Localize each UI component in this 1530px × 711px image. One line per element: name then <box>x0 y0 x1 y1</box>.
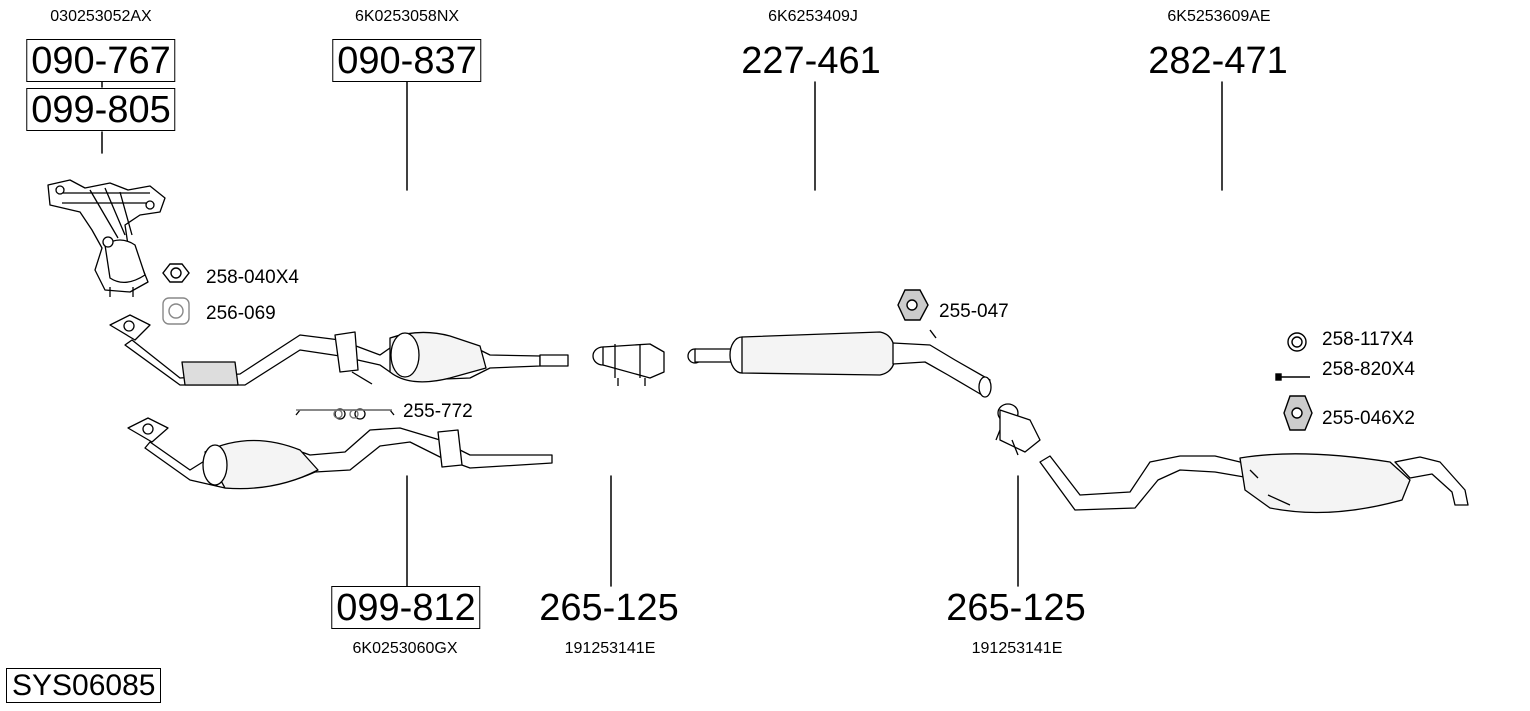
clamp-drawing <box>592 343 665 386</box>
part-number[interactable]: 227-461 <box>741 40 881 82</box>
small-part-label[interactable]: 255-772 <box>403 401 473 422</box>
small-part-label[interactable]: 256-069 <box>206 303 276 324</box>
front-pipe-drawing <box>109 314 569 386</box>
ring-washer-icon <box>1287 332 1307 352</box>
rear-silencer-drawing <box>1039 453 1469 514</box>
part-number[interactable]: 265-125 <box>539 587 679 629</box>
small-part-label[interactable]: 258-040X4 <box>206 267 299 288</box>
oem-number: 6K0253060GX <box>352 640 458 657</box>
oem-number: 191253141E <box>971 640 1063 657</box>
exhaust-manifold-drawing <box>47 179 166 297</box>
small-part-label[interactable]: 258-820X4 <box>1322 359 1415 380</box>
front-pipe-alt-drawing <box>127 408 553 490</box>
bolt-icon <box>1275 373 1310 381</box>
part-number-box[interactable]: 090-837 <box>332 39 482 82</box>
rubber-hanger-icon <box>897 289 937 339</box>
oem-number: 6K0253058NX <box>354 8 460 25</box>
small-part-label[interactable]: 258-117X4 <box>1322 329 1414 350</box>
gasket-icon <box>162 297 190 325</box>
small-part-label[interactable]: 255-046X2 <box>1322 408 1415 429</box>
part-number-box[interactable]: 099-805 <box>26 88 176 131</box>
part-number[interactable]: 265-125 <box>946 587 1086 629</box>
oem-number: 6K5253609AE <box>1167 8 1271 25</box>
middle-silencer-drawing <box>687 331 992 398</box>
oem-number: 191253141E <box>564 640 656 657</box>
small-part-label[interactable]: 255-047 <box>939 301 1009 322</box>
rubber-hanger-icon <box>1283 395 1313 431</box>
part-number-box[interactable]: 099-812 <box>331 586 481 629</box>
bracket-icon <box>296 409 392 419</box>
hex-nut-icon <box>162 263 190 283</box>
part-number-box[interactable]: 090-767 <box>26 39 176 82</box>
system-code: SYS06085 <box>6 668 162 704</box>
part-number[interactable]: 282-471 <box>1148 40 1288 82</box>
oem-number: 6K6253409J <box>768 8 858 25</box>
clamp-drawing <box>995 403 1041 456</box>
oem-number: 030253052AX <box>50 8 152 25</box>
